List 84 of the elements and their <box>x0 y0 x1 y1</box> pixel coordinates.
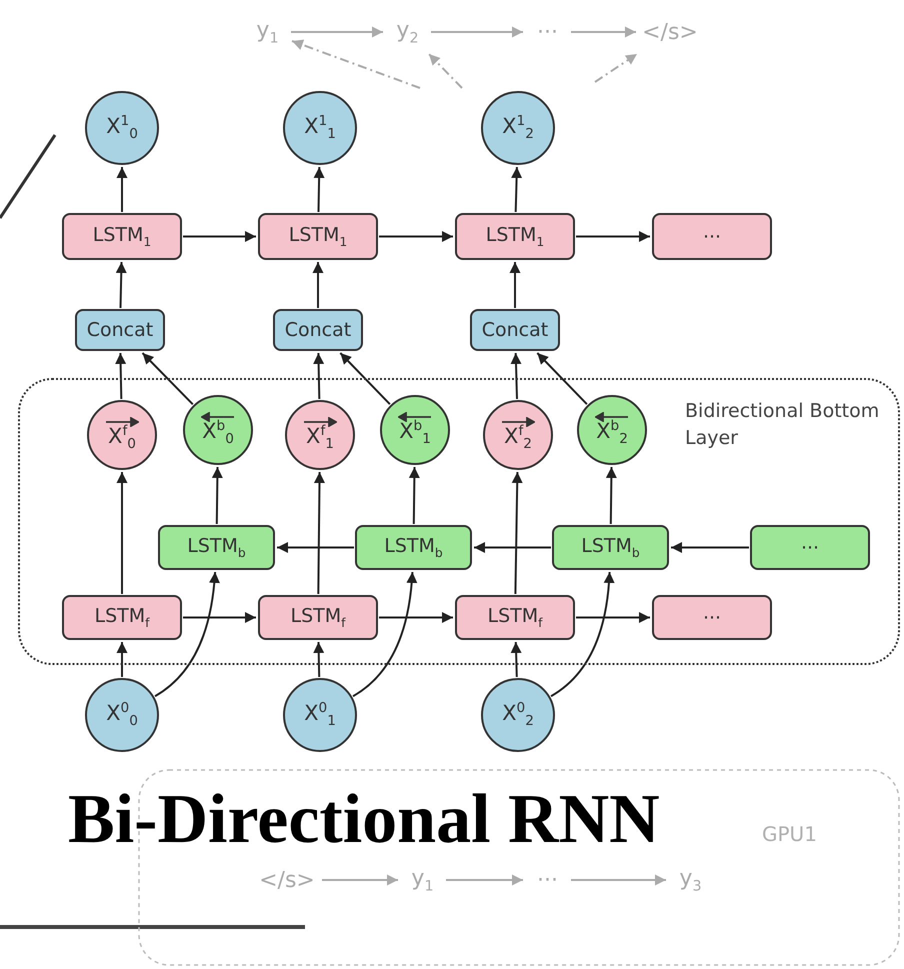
token-label: y$_{2}$ <box>396 18 419 46</box>
arrow <box>314 472 325 594</box>
arrow <box>291 26 383 38</box>
token-label: y$_{3}$ <box>679 866 702 894</box>
node-label: LSTM$_{b}$ <box>384 535 443 560</box>
node-label: ··· <box>800 536 820 558</box>
node-label: LSTM$_{1}$ <box>92 224 152 249</box>
node-label: ··· <box>702 226 722 248</box>
arrow <box>606 466 617 524</box>
arrow <box>313 352 324 400</box>
arrow <box>571 874 666 886</box>
node-label: LSTM$_{b}$ <box>581 535 640 560</box>
token-label: y$_{1}$ <box>256 18 279 46</box>
arrow <box>183 612 256 623</box>
node-label: LSTM$_{b}$ <box>187 535 246 560</box>
lstm-box <box>158 525 275 570</box>
token-label: ··· <box>537 868 558 892</box>
arrow <box>314 166 325 212</box>
arrow <box>671 542 749 553</box>
arrow <box>116 167 128 212</box>
lstm-box <box>652 213 772 260</box>
arrow <box>536 352 588 405</box>
lstm-box <box>258 595 378 640</box>
arrow <box>379 231 453 242</box>
node-label: LSTM$_{f}$ <box>290 605 346 630</box>
token-label: </s> <box>259 868 315 892</box>
lstm-box <box>355 525 472 570</box>
token-label: ··· <box>537 20 558 44</box>
arrow <box>277 542 354 553</box>
arrow <box>292 40 420 89</box>
lstm-box <box>750 525 870 570</box>
concat-box <box>470 309 560 351</box>
node-label: LSTM$_{f}$ <box>94 605 150 630</box>
arrow <box>446 874 523 886</box>
arrow <box>352 572 418 698</box>
arrow <box>408 466 420 524</box>
group-title: Bidirectional Bottom Layer <box>685 399 880 451</box>
diagram-title: Bi-Directional RNN <box>68 785 660 855</box>
node-label: LSTM$_{1}$ <box>288 224 348 249</box>
arrow <box>116 472 128 594</box>
arrow <box>212 466 223 524</box>
arrow <box>576 231 650 242</box>
lstm-box <box>62 595 182 640</box>
node-label: LSTM$_{f}$ <box>487 605 542 630</box>
layer-group <box>18 378 900 665</box>
lstm-box <box>455 213 575 260</box>
arrow <box>510 262 520 308</box>
node-label: Concat <box>86 319 154 341</box>
node-label: LSTM$_{1}$ <box>486 224 544 249</box>
node-label: Concat <box>284 319 352 341</box>
arrow <box>511 166 522 212</box>
arrow <box>322 874 398 886</box>
arrow <box>431 26 523 38</box>
arrow <box>428 53 463 89</box>
gpu-label: GPU1 <box>762 822 817 846</box>
arrow <box>571 26 636 38</box>
lstm-box <box>552 525 669 570</box>
arrow <box>340 352 391 405</box>
arrow <box>313 642 324 678</box>
concat-box <box>75 309 165 351</box>
lstm-box <box>455 595 575 640</box>
arrow <box>115 352 126 400</box>
arrow <box>510 642 522 678</box>
arrow <box>594 53 638 83</box>
arrow <box>154 572 220 698</box>
lstm-box <box>652 595 772 640</box>
token-label: y$_{1}$ <box>411 866 434 894</box>
arrow <box>116 262 127 308</box>
node-label: Concat <box>482 319 548 341</box>
lstm-box <box>62 213 182 260</box>
token-label: </s> <box>642 20 698 44</box>
arrow <box>116 642 128 677</box>
arrow <box>379 612 453 623</box>
arrow <box>510 352 522 400</box>
node-label: ··· <box>702 606 722 628</box>
arrow <box>312 262 324 308</box>
arrow <box>550 572 614 698</box>
concat-box <box>273 309 363 351</box>
arrow <box>142 352 194 405</box>
arrow <box>576 612 650 623</box>
arrow <box>512 472 523 594</box>
lstm-box <box>258 213 378 260</box>
arrow <box>183 231 256 242</box>
arrow <box>474 542 551 553</box>
